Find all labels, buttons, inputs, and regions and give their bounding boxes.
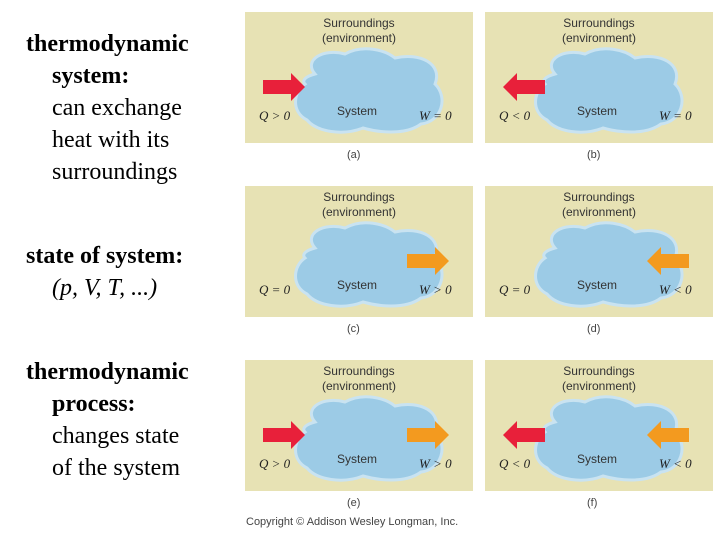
surroundings-title: Surroundings xyxy=(485,190,713,205)
state-definition: state of system: (p, V, T, ...) xyxy=(26,240,183,304)
system-definition: thermodynamic system: can exchange heat … xyxy=(26,28,189,188)
panel-caption: (a) xyxy=(347,149,360,161)
surroundings-subtitle: (environment) xyxy=(485,31,713,46)
work-label: W > 0 xyxy=(419,282,452,298)
state-variables: (p, V, T, ...) xyxy=(26,272,183,304)
diagram-panel: Surroundings(environment) System Q < 0 W < … xyxy=(485,360,713,491)
system-label: System xyxy=(577,452,617,466)
surroundings-label: Surroundings(environment) xyxy=(245,364,473,394)
panel-caption: (d) xyxy=(587,323,600,335)
system-body-line-2: heat with its xyxy=(26,124,189,156)
diagram-panel: Surroundings(environment) System Q > 0 W = … xyxy=(245,12,473,143)
surroundings-title: Surroundings xyxy=(245,190,473,205)
surroundings-label: Surroundings(environment) xyxy=(485,190,713,220)
surroundings-label: Surroundings(environment) xyxy=(245,16,473,46)
system-label: System xyxy=(577,278,617,292)
heat-label: Q > 0 xyxy=(259,456,290,472)
panel-caption: (b) xyxy=(587,149,600,161)
work-label: W = 0 xyxy=(659,108,692,124)
system-label: System xyxy=(337,278,377,292)
system-body-line-1: can exchange xyxy=(26,92,189,124)
surroundings-subtitle: (environment) xyxy=(245,205,473,220)
diagram-panel: Surroundings(environment) System Q < 0 W = … xyxy=(485,12,713,143)
panel-caption: (f) xyxy=(587,497,597,509)
heat-label: Q < 0 xyxy=(499,108,530,124)
surroundings-subtitle: (environment) xyxy=(485,205,713,220)
system-label: System xyxy=(337,452,377,466)
process-body-line-1: changes state xyxy=(26,420,189,452)
surroundings-title: Surroundings xyxy=(245,364,473,379)
surroundings-title: Surroundings xyxy=(485,364,713,379)
copyright-notice: Copyright © Addison Wesley Longman, Inc. xyxy=(246,516,458,528)
diagram-panel: Surroundings(environment) System Q = 0 W < … xyxy=(485,186,713,317)
surroundings-title: Surroundings xyxy=(485,16,713,31)
work-label: W < 0 xyxy=(659,456,692,472)
surroundings-label: Surroundings(environment) xyxy=(485,16,713,46)
work-label: W < 0 xyxy=(659,282,692,298)
panel-caption: (e) xyxy=(347,497,360,509)
process-heading-2: process: xyxy=(26,388,189,420)
heat-label: Q > 0 xyxy=(259,108,290,124)
process-heading: thermodynamic xyxy=(26,356,189,388)
heat-label: Q < 0 xyxy=(499,456,530,472)
system-body-line-3: surroundings xyxy=(26,156,189,188)
surroundings-subtitle: (environment) xyxy=(485,379,713,394)
heat-label: Q = 0 xyxy=(259,282,290,298)
system-heading: thermodynamic xyxy=(26,28,189,60)
process-body-line-2: of the system xyxy=(26,452,189,484)
process-definition: thermodynamic process: changes state of … xyxy=(26,356,189,484)
system-label: System xyxy=(337,104,377,118)
diagram-panel: Surroundings(environment) System Q = 0 W > … xyxy=(245,186,473,317)
panel-caption: (c) xyxy=(347,323,360,335)
heat-label: Q = 0 xyxy=(499,282,530,298)
surroundings-subtitle: (environment) xyxy=(245,31,473,46)
surroundings-title: Surroundings xyxy=(245,16,473,31)
work-label: W = 0 xyxy=(419,108,452,124)
text-column: thermodynamic system: can exchange heat … xyxy=(0,0,240,540)
system-heading-2: system: xyxy=(26,60,189,92)
surroundings-label: Surroundings(environment) xyxy=(485,364,713,394)
state-heading: state of system: xyxy=(26,240,183,272)
system-label: System xyxy=(577,104,617,118)
diagram-panel: Surroundings(environment) System Q > 0 W > … xyxy=(245,360,473,491)
surroundings-subtitle: (environment) xyxy=(245,379,473,394)
work-label: W > 0 xyxy=(419,456,452,472)
surroundings-label: Surroundings(environment) xyxy=(245,190,473,220)
